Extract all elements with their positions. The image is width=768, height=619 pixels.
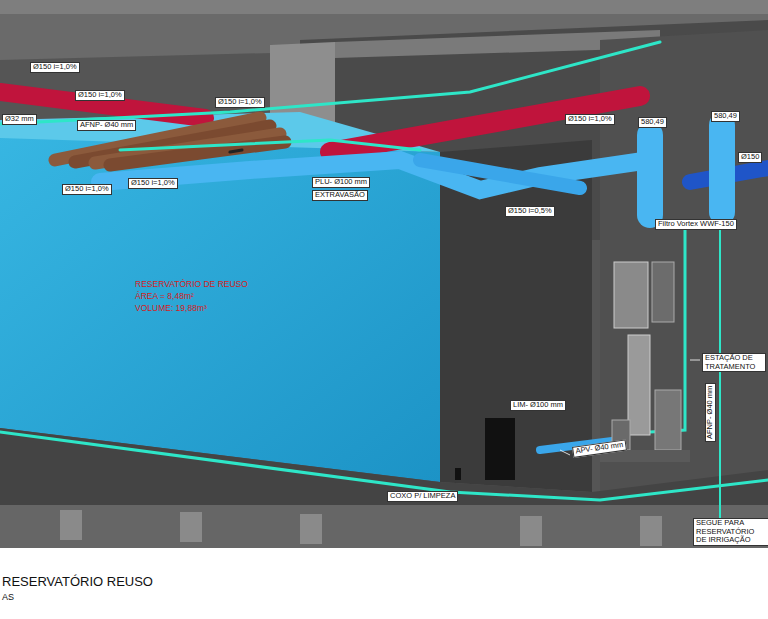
pipe-label: Ø150 i=1,0% <box>215 97 265 108</box>
elevation-label: 580,49 <box>638 117 667 128</box>
pipe-label: AFNP- Ø40 mm <box>77 120 136 131</box>
flow-note: SEGUE PARA RESERVATÓRIO DE IRRIGAÇÃO <box>693 518 768 546</box>
reservoir-volume: VOLUME: 19,88m³ <box>135 303 207 314</box>
equipment-label: ESTAÇÃO DE TRATAMENTO <box>702 353 766 372</box>
pipe-label: LIM- Ø100 mm <box>510 400 566 411</box>
pipe-label: AFNP- Ø40 mm <box>705 383 716 442</box>
drawing-title: RESERVATÓRIO REUSO <box>2 574 153 589</box>
drawing-subtitle: AS <box>2 592 14 602</box>
pipe-label: Ø32 mm <box>2 114 37 125</box>
elevation-label: 580,49 <box>711 111 740 122</box>
pipe-label: Ø150 i=0,5% <box>505 206 555 217</box>
pipe-label: PLU- Ø100 mm <box>312 177 370 188</box>
pipe-note: EXTRAVASÃO <box>312 190 368 201</box>
pipe-label: Ø150 i=1,0% <box>565 114 615 125</box>
reservoir-area: ÁREA = 8,48m² <box>135 291 194 302</box>
reservoir-name: RESERVATÓRIO DE REUSO <box>135 279 248 290</box>
equipment-label: Filtro Vortex WWF-150 <box>655 219 737 230</box>
pipe-label: Ø150 i=1,0% <box>128 178 178 189</box>
pipe-label: Ø150 i=1,0% <box>30 62 80 73</box>
room-note: COXO P/ LIMPEZA <box>387 491 458 502</box>
pipe-label: Ø150 <box>738 152 762 163</box>
pipe-label: Ø150 i=1,0% <box>75 90 125 101</box>
pipe-label: Ø150 i=1,0% <box>62 184 112 195</box>
